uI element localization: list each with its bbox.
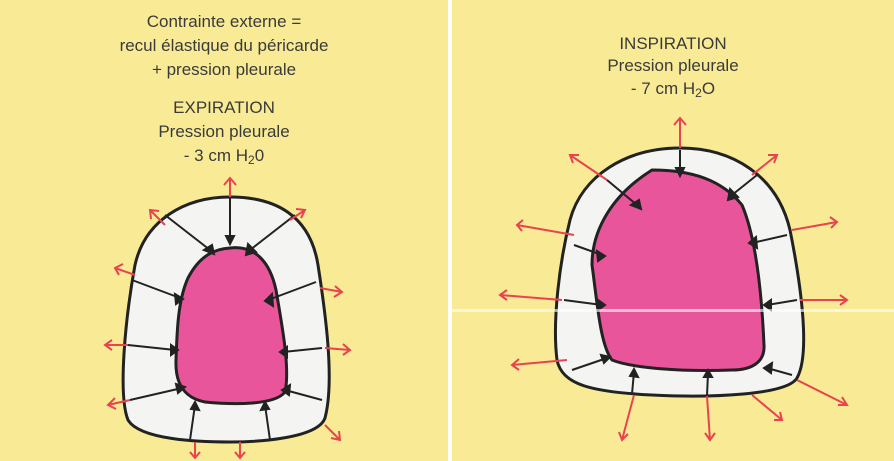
expiration-heart-diagram [0, 0, 448, 461]
inspiration-panel: INSPIRATION Pression pleurale - 7 cm H2O [452, 0, 894, 461]
expiration-panel: Contrainte externe = recul élastique du … [0, 0, 448, 461]
heart-chamber [176, 248, 287, 404]
heart-chamber [592, 170, 764, 371]
inspiration-heart-diagram [452, 0, 894, 461]
paper-fold-line [452, 309, 894, 312]
